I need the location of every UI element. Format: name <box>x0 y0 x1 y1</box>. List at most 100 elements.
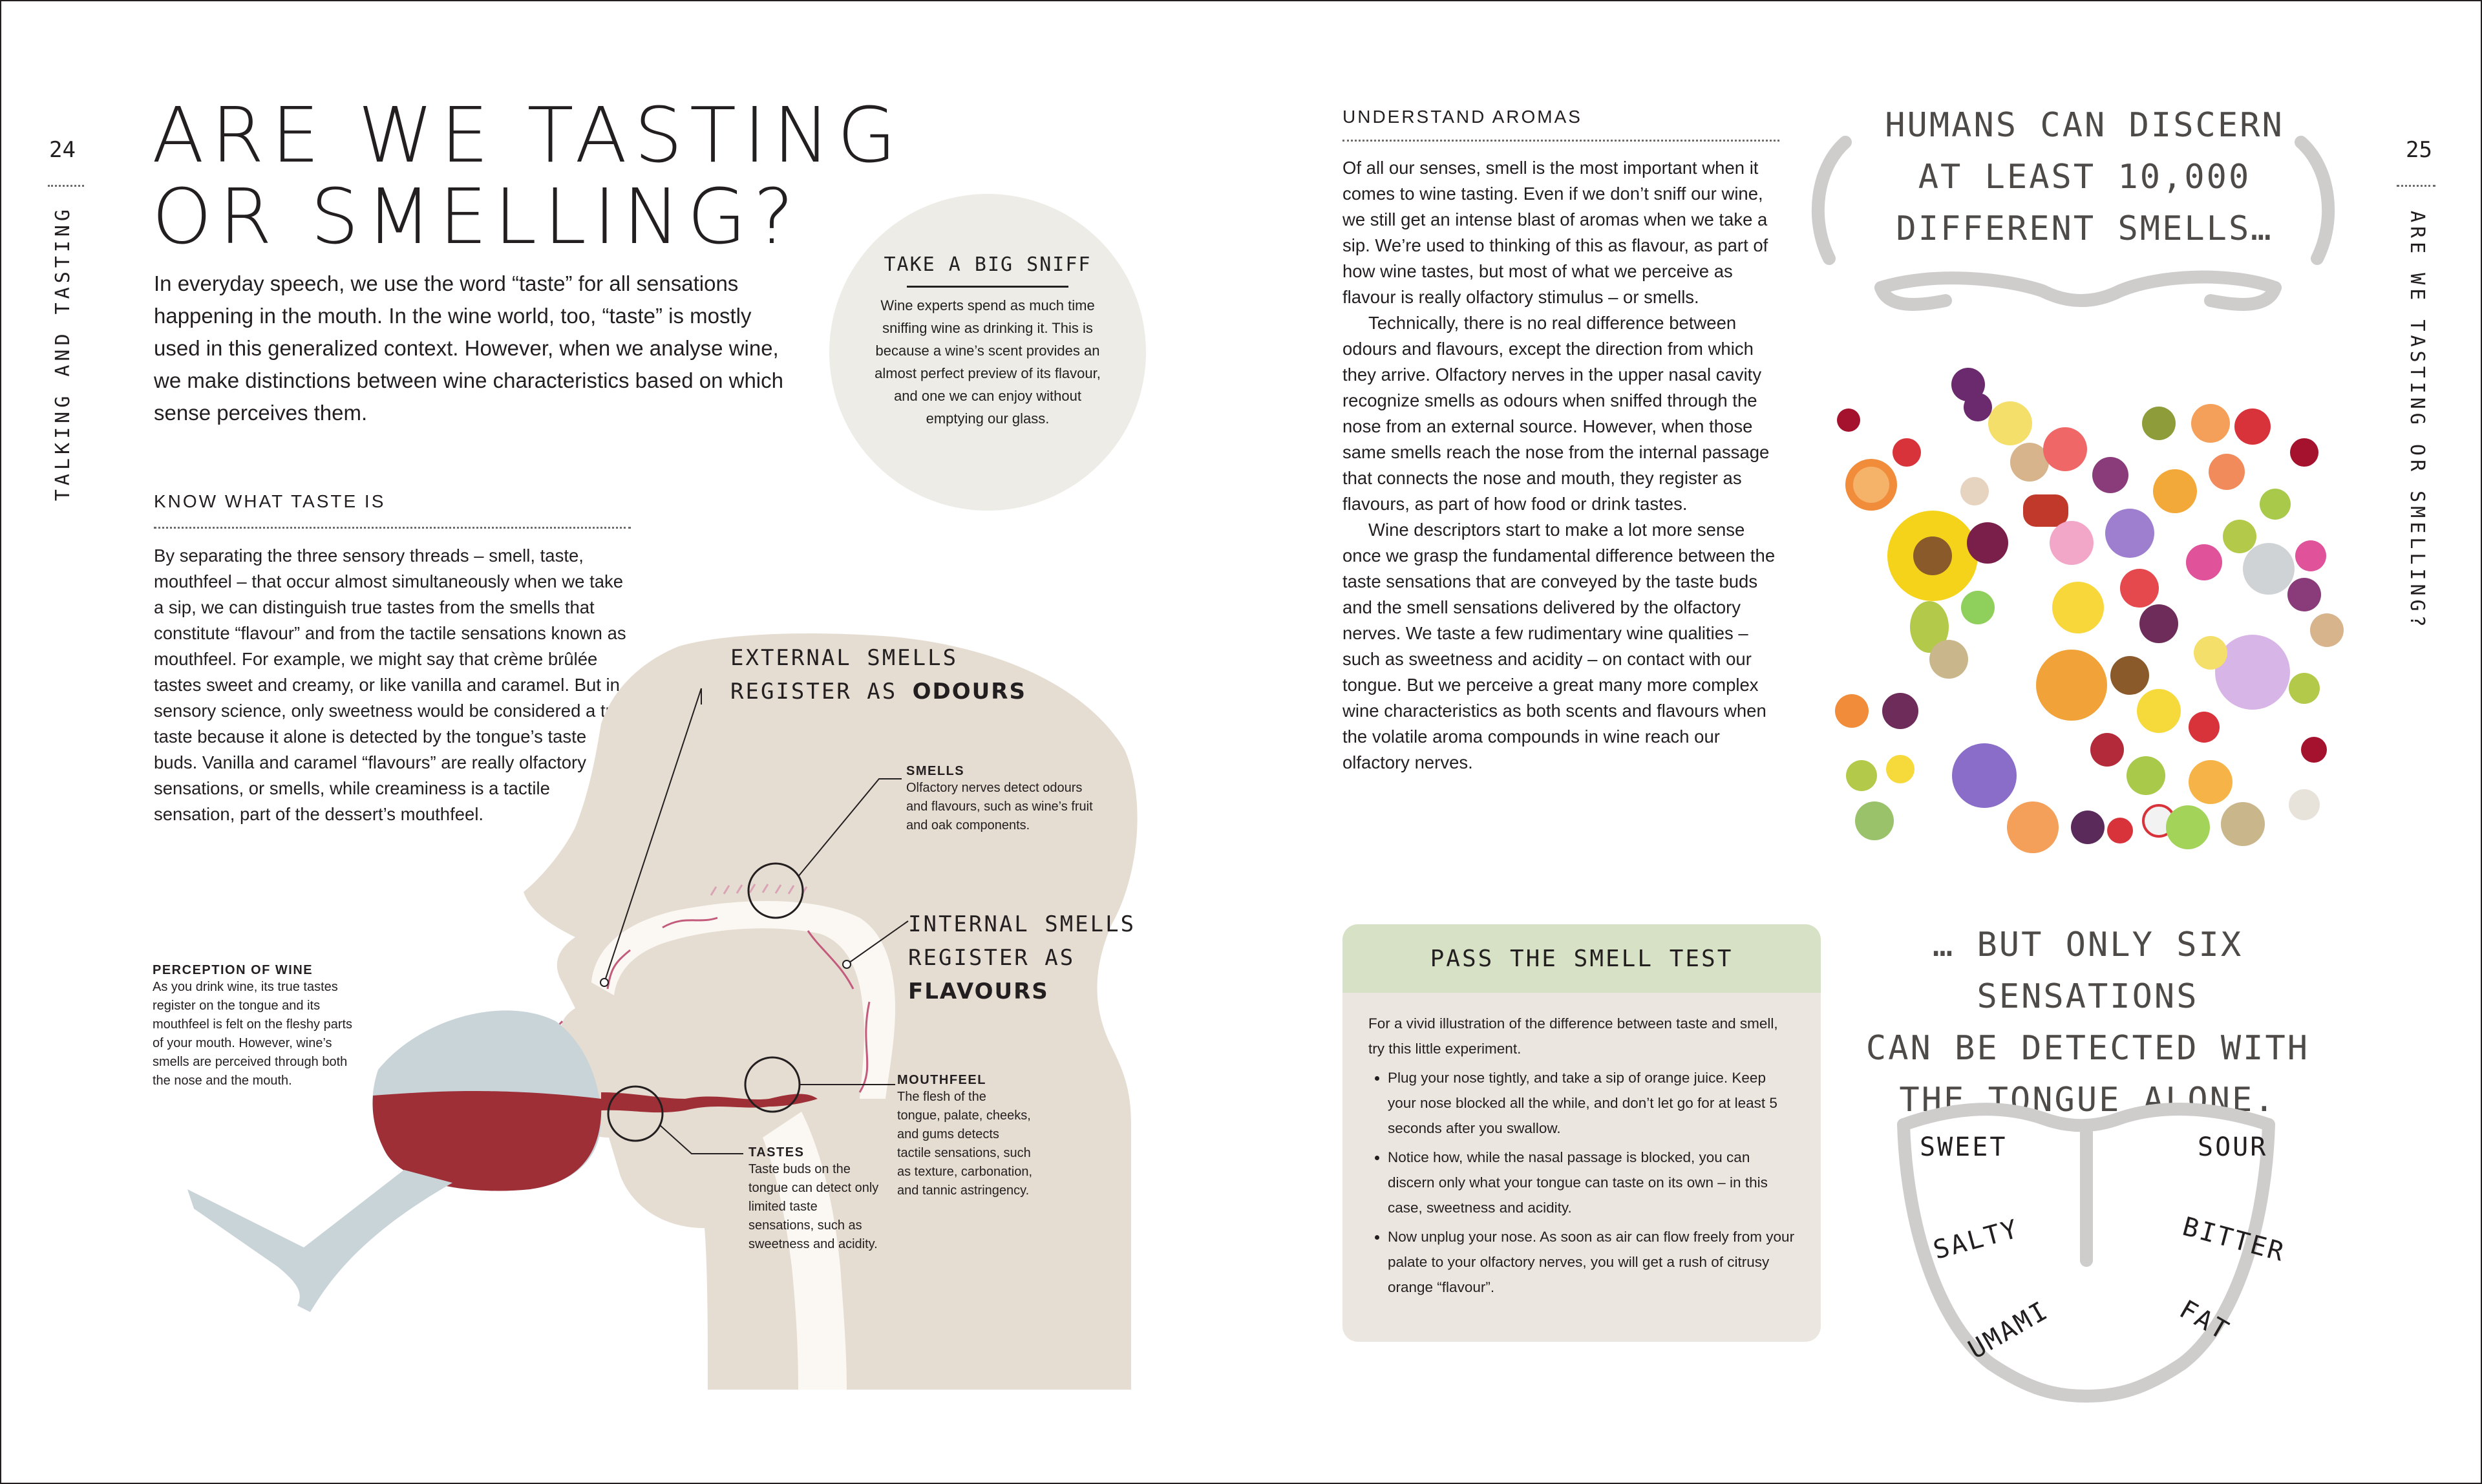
smell-test-intro: For a vivid illustration of the differen… <box>1368 1015 1778 1057</box>
melon-icon <box>2191 404 2230 443</box>
mouthfeel-callout-circle <box>744 1056 801 1113</box>
aromas-para-3: Wine descriptors start to make a lot mor… <box>1342 520 1776 772</box>
eggplant-icon <box>1882 693 1918 729</box>
aroma-food-collage <box>1835 368 2344 853</box>
garlic-icon <box>2289 789 2320 820</box>
internal-smells-label: INTERNAL SMELLS REGISTER AS FLAVOURS <box>908 907 1136 1008</box>
lime-icon <box>1961 591 1995 624</box>
smell-test-step: Plug your nose tightly, and take a sip o… <box>1388 1065 1795 1141</box>
wine-glass-stem <box>187 1170 452 1312</box>
perception-heading: PERCEPTION OF WINE <box>153 963 313 977</box>
smell-test-steps: Plug your nose tightly, and take a sip o… <box>1368 1065 1795 1300</box>
lemon-icon <box>2137 689 2181 733</box>
mouthfeel-callout: MOUTHFEEL The flesh of the tongue, palat… <box>897 1073 1033 1200</box>
humans-line-2: AT LEAST 10,000 <box>1918 158 2251 196</box>
tastes-callout: TASTES Taste buds on the tongue can dete… <box>748 1145 884 1254</box>
tomato-icon <box>2107 818 2133 843</box>
purple-flower-icon <box>2105 509 2154 558</box>
tastes-leader <box>659 1124 743 1154</box>
title-line-1: ARE WE TASTING <box>152 90 904 180</box>
external-smells-label: EXTERNAL SMELLS REGISTER AS ODOURS <box>730 641 1026 708</box>
plum-dark-icon <box>2071 811 2105 844</box>
external-smells-line1: EXTERNAL SMELLS <box>730 645 959 671</box>
green-apple-icon <box>2260 489 2291 520</box>
external-smells-line2: REGISTER AS <box>730 679 898 705</box>
orange-slice-icon <box>2189 760 2233 804</box>
pass-the-smell-test-box: PASS THE SMELL TEST For a vivid illustra… <box>1342 924 1821 1342</box>
chestnut-icon <box>2110 656 2149 695</box>
take-a-big-sniff-panel: TAKE A BIG SNIFF Wine experts spend as m… <box>829 194 1146 511</box>
intro-paragraph: In everyday speech, we use the word “tas… <box>154 271 783 425</box>
carrot-icon <box>1835 694 1869 728</box>
olfactory-nerve-marks <box>710 884 808 896</box>
grape-green-icon <box>2223 520 2256 553</box>
smells-callout-circle <box>747 862 804 919</box>
cherry-icon <box>1837 408 1860 432</box>
tastes-callout-circle <box>607 1085 664 1142</box>
page-title: ARE WE TASTING OR SMELLING? <box>152 94 992 257</box>
left-page-rule <box>48 185 84 187</box>
taste-sweet: SWEET <box>1920 1132 2008 1162</box>
six-line-2: CAN BE DETECTED WITH <box>1865 1029 2310 1068</box>
smells-callout: SMELLS Olfactory nerves detect odours an… <box>906 764 1100 835</box>
green-grape-icon <box>1846 760 1877 791</box>
throat-passage <box>763 1112 847 1390</box>
humans-line-1: HUMANS CAN DISCERN <box>1885 106 2284 145</box>
peach-icon <box>2209 454 2245 490</box>
beet-icon <box>1967 522 2008 564</box>
cherry-red-icon <box>2290 438 2318 467</box>
grapes-icon <box>1951 368 1985 401</box>
section-rule-taste <box>154 527 631 529</box>
banana-icon <box>2052 582 2104 633</box>
section-rule-aromas <box>1342 140 1779 142</box>
taste-sour: SOUR <box>2198 1132 2268 1162</box>
fruit-icons <box>1835 368 2344 853</box>
plum-icon <box>2139 604 2178 643</box>
olive-icon <box>2142 407 2176 440</box>
purple-daisy-icon <box>1952 743 2017 808</box>
tea-cup-icon <box>1929 640 1968 679</box>
humans-smell-statement: HUMANS CAN DISCERN AT LEAST 10,000 DIFFE… <box>1829 100 2340 255</box>
grape-small-icon <box>1855 801 1894 840</box>
cheese-icon <box>1988 401 2032 445</box>
lemon-small-icon <box>1886 755 1915 783</box>
smell-test-step: Notice how, while the nasal passage is b… <box>1388 1145 1795 1220</box>
head-silhouette <box>524 633 1138 1390</box>
smells-text: Olfactory nerves detect odours and flavo… <box>906 781 1093 832</box>
odours-label: ODOURS <box>912 679 1026 705</box>
sniff-text: Wine experts spend as much time sniffing… <box>875 297 1101 427</box>
cup-icon <box>2050 521 2094 565</box>
rose-icon <box>2043 427 2087 471</box>
cheese-wedge-icon <box>2194 636 2227 670</box>
berry-icon <box>2186 544 2222 580</box>
section-heading-taste: KNOW WHAT TASTE IS <box>154 491 386 511</box>
taste-body-text: By separating the three sensory threads … <box>154 546 631 824</box>
tastes-text: Taste buds on the tongue can detect only… <box>748 1162 879 1251</box>
bread-icon <box>2010 443 2049 482</box>
aromas-para-1: Of all our senses, smell is the most imp… <box>1342 158 1768 307</box>
external-leader <box>604 688 702 983</box>
internal-leader <box>846 920 909 965</box>
section-heading-aromas: UNDERSTAND AROMAS <box>1342 107 1582 127</box>
right-page-number: 25 <box>2406 137 2432 163</box>
flavours-label: FLAVOURS <box>908 979 1049 1004</box>
smells-leader <box>798 778 902 877</box>
cherry-small-icon <box>2301 737 2327 763</box>
internal-smells-line2: REGISTER AS <box>908 945 1076 971</box>
smell-test-content: For a vivid illustration of the differen… <box>1342 993 1821 1300</box>
strawberry-icon <box>1893 438 1921 467</box>
watermelon-icon <box>2120 569 2159 608</box>
aster-icon <box>2215 635 2290 710</box>
aromas-para-2: Technically, there is no real difference… <box>1342 313 1770 514</box>
tastes-heading: TASTES <box>748 1145 805 1160</box>
pineapple-icon <box>2036 650 2107 721</box>
cupcake-icon <box>2295 540 2326 571</box>
kiwi-icon <box>2166 805 2210 849</box>
aromas-body-text: Of all our senses, smell is the most imp… <box>1342 155 1782 776</box>
wine-in-glass <box>372 1091 602 1191</box>
title-line-2: OR SMELLING? <box>152 172 801 261</box>
melon-slice-icon <box>2007 801 2059 853</box>
